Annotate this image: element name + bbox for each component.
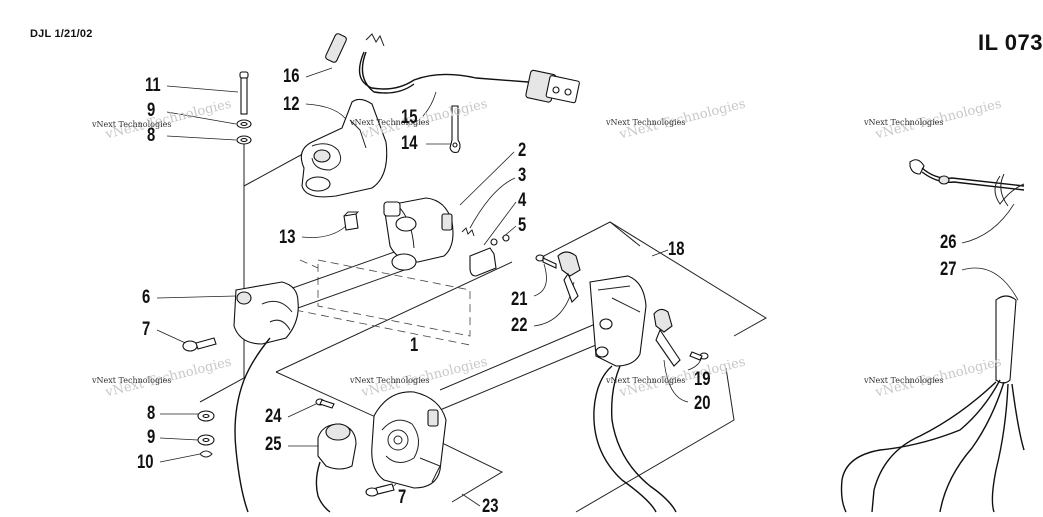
watermark: vNext Technologies: [864, 376, 944, 385]
callout-number: 16: [283, 66, 300, 87]
callout-number: 19: [694, 369, 711, 390]
cap-cable: [315, 461, 331, 513]
throttle-lever: [653, 308, 709, 367]
callout-number: 5: [518, 215, 527, 236]
watermark: vNext Technologies: [350, 376, 430, 385]
callout-number: 23: [482, 496, 499, 517]
bolt-and-washers-top: [236, 71, 252, 145]
spacer-block: [343, 211, 360, 231]
terminal-clip: [449, 105, 461, 154]
lower-washers: [197, 410, 215, 458]
watermark: vNext Technologies: [92, 376, 172, 385]
callout-number: 25: [265, 434, 282, 455]
mounting-screw: [182, 337, 217, 352]
callout-number: 26: [940, 232, 957, 253]
callout-number: 21: [511, 289, 528, 310]
watermark: vNext Technologies: [864, 118, 944, 127]
callout-number: 2: [518, 140, 527, 161]
watermark: vNext Technologies: [350, 118, 430, 127]
lower-handlebar-housing: [233, 281, 299, 345]
wiring-harness-connector: [325, 33, 580, 104]
callout-number: 18: [668, 239, 685, 260]
callout-number: 22: [511, 315, 528, 336]
parts-diagram: DJL 1/21/02 IL 073 vNext Technologies vN…: [30, 28, 1042, 516]
spring-plate-screw: [461, 227, 510, 277]
throttle-housing: [589, 275, 647, 367]
callout-number: 10: [137, 452, 154, 473]
throttle-cable-b: [610, 365, 677, 513]
callout-number: 24: [265, 406, 282, 427]
callout-number: 20: [694, 393, 711, 414]
callout-number: 8: [147, 403, 156, 424]
callout-number: 1: [410, 335, 419, 356]
callout-number: 27: [940, 259, 957, 280]
right-harness: [840, 159, 1025, 513]
callout-number: 11: [145, 75, 161, 96]
callout-number: 9: [147, 427, 156, 448]
switch-assembly: [383, 197, 454, 271]
callout-number: 12: [283, 94, 300, 115]
callout-number: 14: [401, 133, 418, 154]
callout-number: 6: [142, 287, 151, 308]
bolt-and-cap: [315, 398, 357, 470]
callout-number: 7: [142, 319, 151, 340]
exploded-view-drawing: [156, 33, 1025, 513]
rotary-switch-body: [371, 391, 447, 489]
watermark: vNext Technologies: [92, 120, 172, 129]
callout-number: 7: [398, 487, 407, 508]
callout-number: 13: [279, 227, 296, 248]
drawing-date-code: DJL 1/21/02: [30, 28, 93, 40]
pivot-bolt-and-lever: [535, 251, 581, 303]
illustration-code: IL 073: [978, 30, 1043, 55]
callout-number: 4: [518, 190, 527, 211]
callout-number: 3: [518, 165, 527, 186]
throttle-cable-a: [593, 365, 657, 513]
callout-number: 9: [147, 100, 156, 121]
watermark: vNext Technologies: [606, 118, 686, 127]
upper-handlebar-housing: [300, 98, 388, 198]
callout-number: 8: [147, 125, 156, 146]
lower-mounting-screw: [365, 483, 395, 497]
callout-number: 15: [401, 107, 418, 128]
watermark: vNext Technologies: [606, 376, 686, 385]
lower-cable: [234, 337, 271, 513]
